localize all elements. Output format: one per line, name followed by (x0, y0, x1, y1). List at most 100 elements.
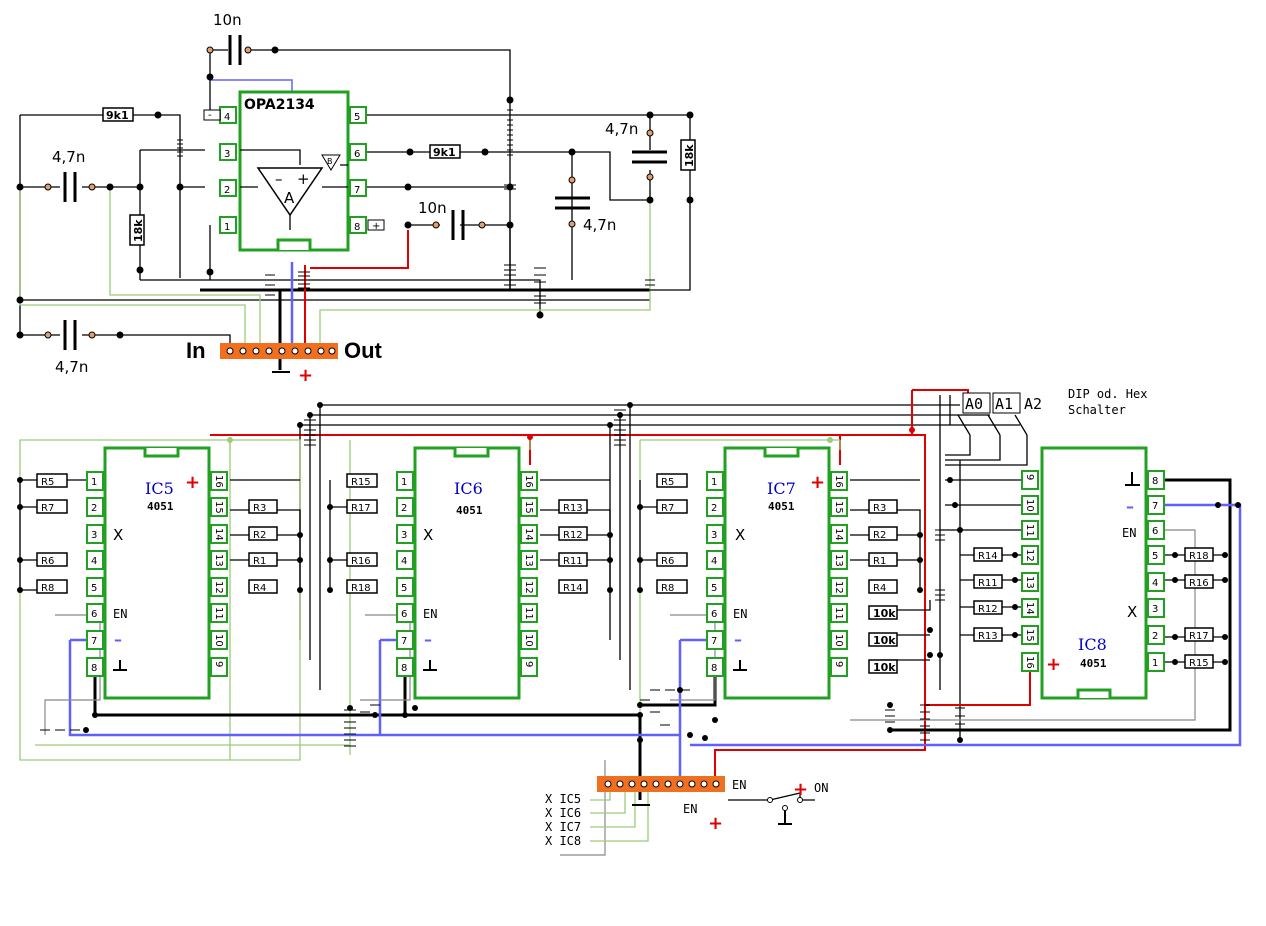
svg-text:3: 3 (224, 149, 230, 160)
svg-text:16: 16 (213, 475, 224, 488)
ic8-pin-16: 16 (1021, 652, 1039, 672)
ic6-res-right-2: R11 (558, 552, 588, 567)
svg-text:15: 15 (1024, 629, 1035, 642)
svg-text:R12: R12 (563, 530, 583, 541)
svg-text:4,7n: 4,7n (52, 148, 85, 166)
svg-text:8: 8 (401, 663, 407, 674)
cap-top-10n: 10n (206, 11, 252, 65)
ic8-pin-14: 14 (1021, 598, 1039, 618)
out-x-ic8: X IC8 (545, 834, 581, 848)
svg-text:R8: R8 (661, 583, 674, 594)
svg-text:+: + (708, 813, 723, 834)
svg-text:1: 1 (1152, 658, 1158, 669)
svg-text:R17: R17 (351, 503, 371, 514)
ic6-res-R17: R17 (346, 499, 378, 514)
svg-text:4,7n: 4,7n (605, 120, 638, 138)
ic8-pin-3: 3 (1147, 598, 1165, 618)
svg-text:12: 12 (1024, 549, 1035, 562)
ic5-pin-7: 7 (86, 630, 104, 650)
ic6-pin-2: 2 (396, 497, 414, 517)
svg-text:12: 12 (833, 581, 844, 594)
svg-text:+: + (810, 472, 825, 493)
svg-text:4,7n: 4,7n (583, 216, 616, 234)
ic-resistors: R5R7R6R8R3R2R1R4R15R17R16R18R13R12R11R14… (36, 473, 1214, 674)
svg-text:+: + (185, 472, 200, 493)
svg-text:14: 14 (213, 528, 224, 541)
ic5-pin-10: 10 (210, 630, 228, 650)
svg-text:R2: R2 (253, 530, 266, 541)
ic7-res-R5: R5 (656, 473, 688, 488)
ic5-pin-3: 3 (86, 524, 104, 544)
ic5-pin-15: 15 (210, 497, 228, 517)
svg-text:2: 2 (91, 503, 97, 514)
ic6-pin-5: 5 (396, 577, 414, 597)
svg-text:+: + (372, 221, 380, 232)
ic6-res-R16: R16 (346, 552, 378, 567)
svg-text:R15: R15 (351, 477, 371, 488)
ic5-res-right-2: R1 (248, 552, 278, 567)
opamp-unit-a: A (284, 189, 295, 207)
switch-a1: A1 (995, 395, 1013, 413)
ic5-pin-8: 8 (86, 657, 104, 677)
connector-bottom: EN EN + + ON X IC5 X IC6 X IC7 X IC8 (545, 776, 828, 848)
svg-text:+: + (793, 779, 808, 800)
ic5-pin-1: 1 (86, 471, 104, 491)
svg-text:4: 4 (401, 556, 407, 567)
svg-text:R1: R1 (253, 556, 266, 567)
ic8-res-right-R15: R15 (1184, 654, 1214, 669)
resistor-18k-a: 18k (129, 214, 145, 246)
ic8-pin-15: 15 (1021, 625, 1039, 645)
svg-text:13: 13 (833, 554, 844, 567)
svg-text:X: X (423, 526, 433, 544)
svg-text:R11: R11 (563, 556, 583, 567)
switch-a2: A2 (1024, 395, 1042, 413)
ic5-res-right-3: R4 (248, 579, 278, 594)
svg-text:10n: 10n (418, 199, 447, 217)
ic5-pin-14: 14 (210, 524, 228, 544)
svg-text:10n: 10n (213, 11, 242, 29)
svg-text:10: 10 (523, 634, 534, 647)
svg-text:8: 8 (354, 222, 360, 233)
svg-text:4: 4 (1152, 578, 1158, 589)
dip-caption-2: Schalter (1068, 403, 1126, 417)
svg-text:R8: R8 (41, 583, 54, 594)
ic8-pin-11: 11 (1021, 520, 1039, 540)
svg-text:3: 3 (91, 530, 97, 541)
svg-text:12: 12 (523, 581, 534, 594)
svg-text:R7: R7 (41, 503, 54, 514)
ic8-pin-7: 7 (1147, 495, 1165, 515)
svg-text:7: 7 (91, 636, 97, 647)
ic7-res-right-6: 10k (868, 659, 898, 674)
ic5-res-R8: R8 (36, 579, 68, 594)
ic5-pin-2: 2 (86, 497, 104, 517)
svg-text:R14: R14 (563, 583, 583, 594)
svg-text:–: – (424, 630, 432, 649)
svg-text:16: 16 (833, 475, 844, 488)
svg-text:-: - (208, 110, 212, 121)
svg-text:13: 13 (1024, 576, 1035, 589)
svg-text:EN: EN (1122, 526, 1136, 540)
connector-top: In Out + (186, 338, 383, 386)
svg-text:6: 6 (354, 149, 360, 160)
svg-text:3: 3 (1152, 604, 1158, 615)
ic8-pin-5: 5 (1147, 545, 1165, 565)
svg-text:R18: R18 (351, 583, 371, 594)
ic8-res-right-R16: R16 (1184, 574, 1214, 589)
ic7-res-right-0: R3 (868, 499, 898, 514)
svg-text:13: 13 (523, 554, 534, 567)
svg-text:9k1: 9k1 (433, 146, 456, 159)
svg-text:2: 2 (1152, 631, 1158, 642)
ic7-pin-2: 2 (706, 497, 724, 517)
svg-text:EN: EN (733, 607, 747, 621)
ic5-res-right-1: R2 (248, 526, 278, 541)
svg-text:7: 7 (401, 636, 407, 647)
svg-text:+: + (1046, 654, 1061, 675)
opamp-section: OPA2134 – + A B 4 - 3 2 1 5 6 7 (16, 11, 696, 386)
svg-text:5: 5 (354, 112, 360, 123)
svg-text:R1: R1 (873, 556, 886, 567)
svg-text:15: 15 (213, 501, 224, 514)
svg-text:11: 11 (1024, 524, 1035, 537)
ic8-pin-10: 10 (1021, 495, 1039, 515)
svg-text:R3: R3 (253, 503, 266, 514)
ic6-res-R18: R18 (346, 579, 378, 594)
